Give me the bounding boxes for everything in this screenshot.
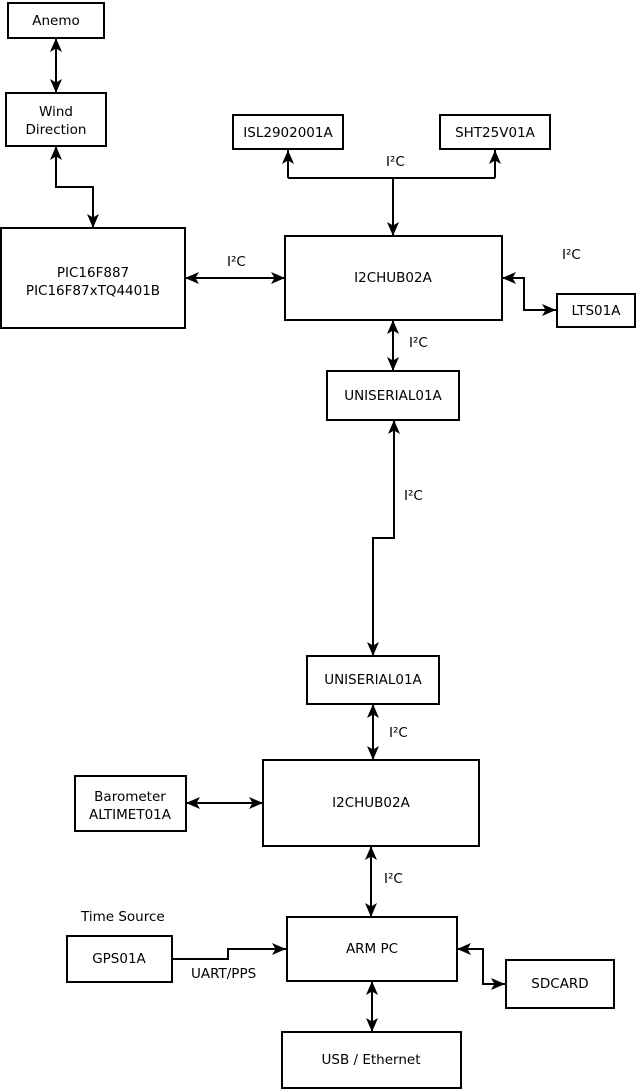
pic-label-line2: PIC16F87xTQ4401B [26,283,160,299]
edge-gps-armpc [172,943,286,960]
node-uniserial1: UNISERIAL01A [326,370,460,421]
pic-box [0,227,186,329]
node-sht: SHT25V01A [439,114,551,150]
sht-label: SHT25V01A [455,125,536,141]
edge-wind-pic [50,146,99,228]
lts-label: LTS01A [572,303,622,319]
node-isl: ISL2902001A [232,114,344,150]
hub1-label: I2CHUB02A [354,270,432,286]
anemo-label: Anemo [32,13,80,29]
i2c-label-hub1-uniserial1: I²C [409,335,428,351]
i2c-label-hub2-armpc: I²C [384,871,403,887]
i2c-label-hub1-lts: I²C [562,247,581,263]
node-uniserial2: UNISERIAL01A [306,655,440,705]
wind-direction-label-line2: Direction [26,122,87,138]
anemo-box [7,2,105,39]
edge-armpc-sdcard [457,943,505,990]
i2c-label-pic-hub1: I²C [227,254,246,270]
wind-direction-box [5,92,107,147]
barometer-box [74,775,187,832]
wind-direction-label-line1: Wind [39,104,73,120]
hub2-label: I2CHUB02A [332,795,410,811]
node-lts: LTS01A [556,293,636,328]
node-sdcard: SDCARD [505,959,615,1009]
hub2-box [262,759,480,847]
gps-box [66,935,173,983]
usb-ethernet-box [281,1031,462,1089]
uniserial1-label: UNISERIAL01A [344,388,442,404]
uart-pps-label: UART/PPS [191,966,256,982]
node-usb-ethernet: USB / Ethernet [281,1031,462,1089]
barometer-label-line1: Barometer [94,789,166,805]
uniserial2-label: UNISERIAL01A [324,672,422,688]
sht-box [439,114,551,150]
barometer-label-line2: ALTIMET01A [89,807,172,823]
lts-box [556,293,636,328]
node-pic: PIC16F887 PIC16F87xTQ4401B [0,227,186,329]
isl-label: ISL2902001A [243,125,333,141]
armpc-box [286,916,458,982]
isl-box [232,114,344,150]
hub1-box [284,235,503,321]
node-hub2: I2CHUB02A [262,759,480,847]
node-barometer: Barometer ALTIMET01A [74,775,187,832]
node-anemo: Anemo [7,2,105,39]
i2c-label-uniserial-link: I²C [404,488,423,504]
edge-hub1-lts [502,272,556,316]
uniserial2-box [306,655,440,705]
node-armpc: ARM PC [286,916,458,982]
armpc-label: ARM PC [346,941,398,957]
uniserial1-box [326,370,460,421]
gps-label: GPS01A [92,951,146,967]
node-gps: GPS01A [66,935,173,983]
node-hub1: I2CHUB02A [284,235,503,321]
sdcard-box [505,959,615,1009]
edge-uniserial1-uniserial2 [367,420,400,656]
node-wind-direction: Wind Direction [5,92,107,147]
sdcard-label: SDCARD [531,976,588,992]
i2c-label-uniserial2-hub2: I²C [389,725,408,741]
usb-ethernet-label: USB / Ethernet [322,1052,421,1068]
i2c-label-sensors: I²C [386,154,405,170]
pic-label-line1: PIC16F887 [57,265,129,281]
time-source-label: Time Source [80,909,165,925]
